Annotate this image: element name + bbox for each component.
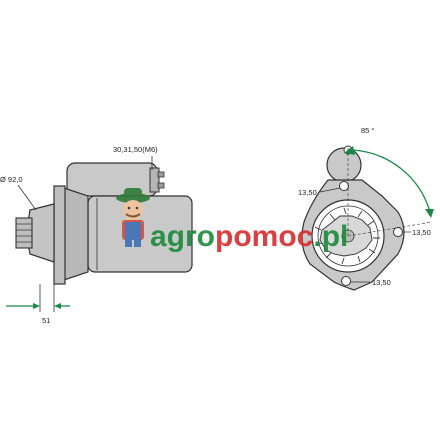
mounting-hole (393, 227, 403, 237)
mounting-flange (53, 185, 66, 285)
hole-label-upper-left: 13,50 (298, 188, 317, 197)
hole-label-right: 13,50 (412, 228, 431, 237)
terminal-stud (157, 182, 165, 189)
end-view: 85 ° 13,50 13,50 13,50 (298, 126, 434, 291)
watermark-text-domain: .pl (313, 220, 348, 253)
hole-label-bottom: 13,50 (372, 278, 391, 287)
pinion-teeth (314, 207, 380, 265)
watermark-text-agro: agro (150, 220, 215, 253)
angle-label: 85 ° (361, 126, 374, 135)
solenoid-body (66, 162, 158, 197)
terminals-label: 30,31,50(M6) (113, 145, 158, 154)
pinion-gear (15, 217, 33, 249)
solenoid-end (326, 147, 362, 183)
drive-housing (63, 187, 89, 281)
mounting-hole (339, 181, 349, 191)
side-view: 30,31,50(M6) Ø 92,0 51 (0, 145, 193, 325)
farmer-mascot-icon (116, 188, 150, 247)
diameter-label: Ø 92,0 (0, 175, 23, 184)
mounting-hole (341, 276, 351, 286)
svg-text:agropomoc.pl: agropomoc.pl (150, 220, 348, 253)
terminal-stud (157, 171, 165, 178)
watermark-text-pomoc: pomoc (215, 220, 313, 253)
angle-arc (351, 149, 431, 213)
flange-offset-label: 51 (42, 316, 50, 325)
agropomoc-watermark: agropomoc.pl (116, 188, 348, 253)
